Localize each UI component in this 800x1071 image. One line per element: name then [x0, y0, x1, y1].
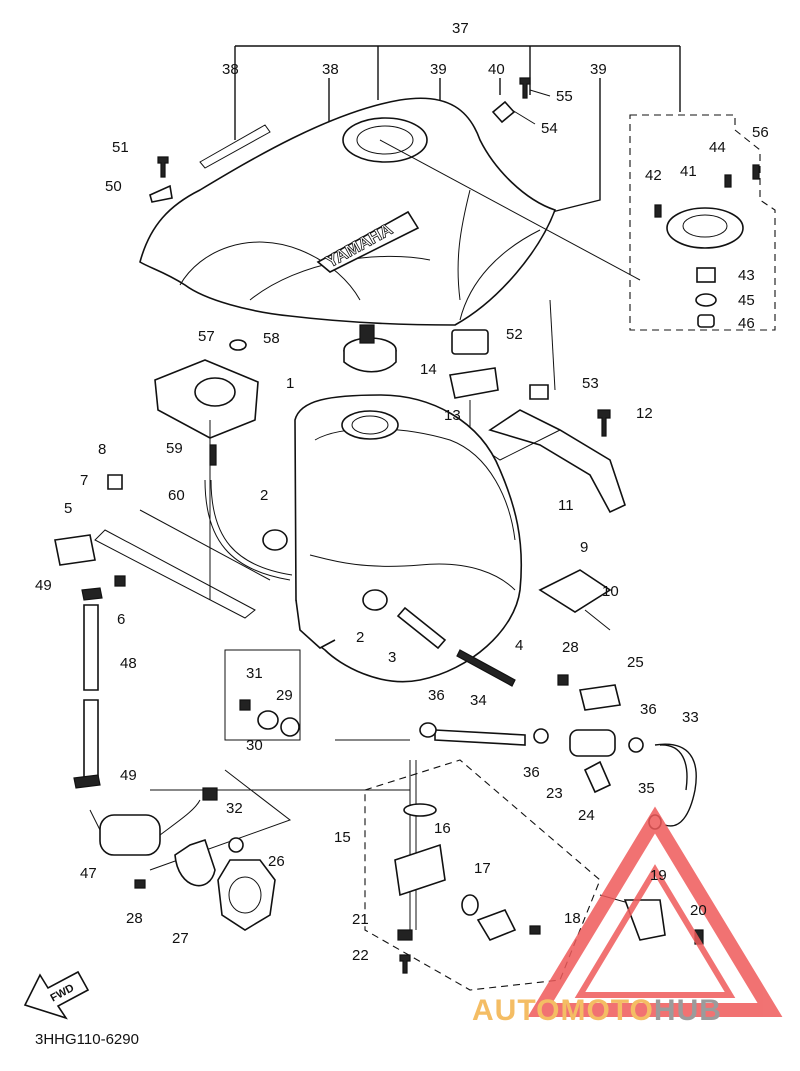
watermark: AUTOMOTOHUB	[472, 806, 783, 1027]
callout-2: 2	[356, 629, 364, 646]
callout-44: 44	[709, 139, 726, 156]
callout-25: 25	[627, 654, 644, 671]
left-brackets	[54, 420, 516, 687]
callout-17: 17	[474, 860, 491, 877]
callout-12: 12	[636, 405, 653, 422]
fuel-cock-15	[394, 760, 517, 974]
fuel-pump-47	[89, 787, 276, 931]
callout-53: 53	[582, 375, 599, 392]
dampers	[239, 699, 300, 737]
callout-43: 43	[738, 267, 755, 284]
callout-23: 23	[546, 785, 563, 802]
cover-fasteners	[149, 77, 551, 203]
callout-37: 37	[452, 20, 469, 37]
callout-59: 59	[166, 440, 183, 457]
callout-57: 57	[198, 328, 215, 345]
callout-41: 41	[680, 163, 697, 180]
callout-28: 28	[562, 639, 579, 656]
callout-47: 47	[80, 865, 97, 882]
callout-36: 36	[523, 764, 540, 781]
fuel-tank-1	[294, 394, 523, 683]
drawing-code: 3HHG110-6290	[35, 1031, 139, 1048]
callout-15: 15	[334, 829, 351, 846]
callout-45: 45	[738, 292, 755, 309]
callout-4: 4	[515, 637, 523, 654]
fuel-filter-23	[557, 674, 621, 794]
callout-30: 30	[246, 737, 263, 754]
callout-6: 6	[117, 611, 125, 628]
filter-9	[538, 569, 612, 631]
callout-8: 8	[98, 441, 106, 458]
fwd-arrow-icon: FWD	[23, 970, 90, 1020]
callout-31: 31	[246, 665, 263, 682]
callout-48: 48	[120, 655, 137, 672]
callout-29: 29	[276, 687, 293, 704]
callout-56: 56	[752, 124, 769, 141]
callout-49: 49	[120, 767, 137, 784]
callout-1: 1	[286, 375, 294, 392]
callout-54: 54	[541, 120, 558, 137]
callout-38: 38	[322, 61, 339, 78]
callout-38: 38	[222, 61, 239, 78]
callout-55: 55	[556, 88, 573, 105]
callout-18: 18	[564, 910, 581, 927]
callout-14: 14	[420, 361, 437, 378]
callout-19: 19	[650, 867, 667, 884]
callout-5: 5	[64, 500, 72, 517]
callout-46: 46	[738, 315, 755, 332]
callout-22: 22	[352, 947, 369, 964]
callout-33: 33	[682, 709, 699, 726]
callout-36: 36	[640, 701, 657, 718]
callout-13: 13	[444, 407, 461, 424]
callout-9: 9	[580, 539, 588, 556]
callout-7: 7	[80, 472, 88, 489]
callout-20: 20	[690, 902, 707, 919]
filler-cap-14	[343, 324, 397, 373]
callout-21: 21	[352, 911, 369, 928]
plate-57	[154, 339, 259, 439]
leader-lines	[149, 649, 601, 991]
callout-3: 3	[388, 649, 396, 666]
callout-32: 32	[226, 800, 243, 817]
callout-24: 24	[578, 807, 595, 824]
callout-36: 36	[428, 687, 445, 704]
callout-50: 50	[105, 178, 122, 195]
callout-39: 39	[430, 61, 447, 78]
callout-39: 39	[590, 61, 607, 78]
callout-2: 2	[260, 487, 268, 504]
callout-40: 40	[488, 61, 505, 78]
callout-16: 16	[434, 820, 451, 837]
callout-51: 51	[112, 139, 129, 156]
tank-cover: YAMAHA	[139, 97, 557, 326]
callout-27: 27	[172, 930, 189, 947]
callout-26: 26	[268, 853, 285, 870]
callout-49: 49	[35, 577, 52, 594]
callout-42: 42	[645, 167, 662, 184]
callout-58: 58	[263, 330, 280, 347]
watermark-text: AUTOMOTOHUB	[472, 994, 722, 1027]
hoses	[419, 722, 697, 830]
callout-35: 35	[638, 780, 655, 797]
callout-34: 34	[470, 692, 487, 709]
brackets-right	[449, 299, 626, 514]
breather-hose-48	[73, 575, 126, 789]
callout-52: 52	[506, 326, 523, 343]
callout-labels: 37 38 38 39 40 39 55 54 56 44 42 41 43 4…	[35, 20, 769, 964]
callout-11: 11	[558, 497, 574, 514]
callout-60: 60	[168, 487, 185, 504]
callout-10: 10	[602, 583, 619, 600]
fuel-cap-group	[379, 114, 776, 331]
callout-28: 28	[126, 910, 143, 927]
